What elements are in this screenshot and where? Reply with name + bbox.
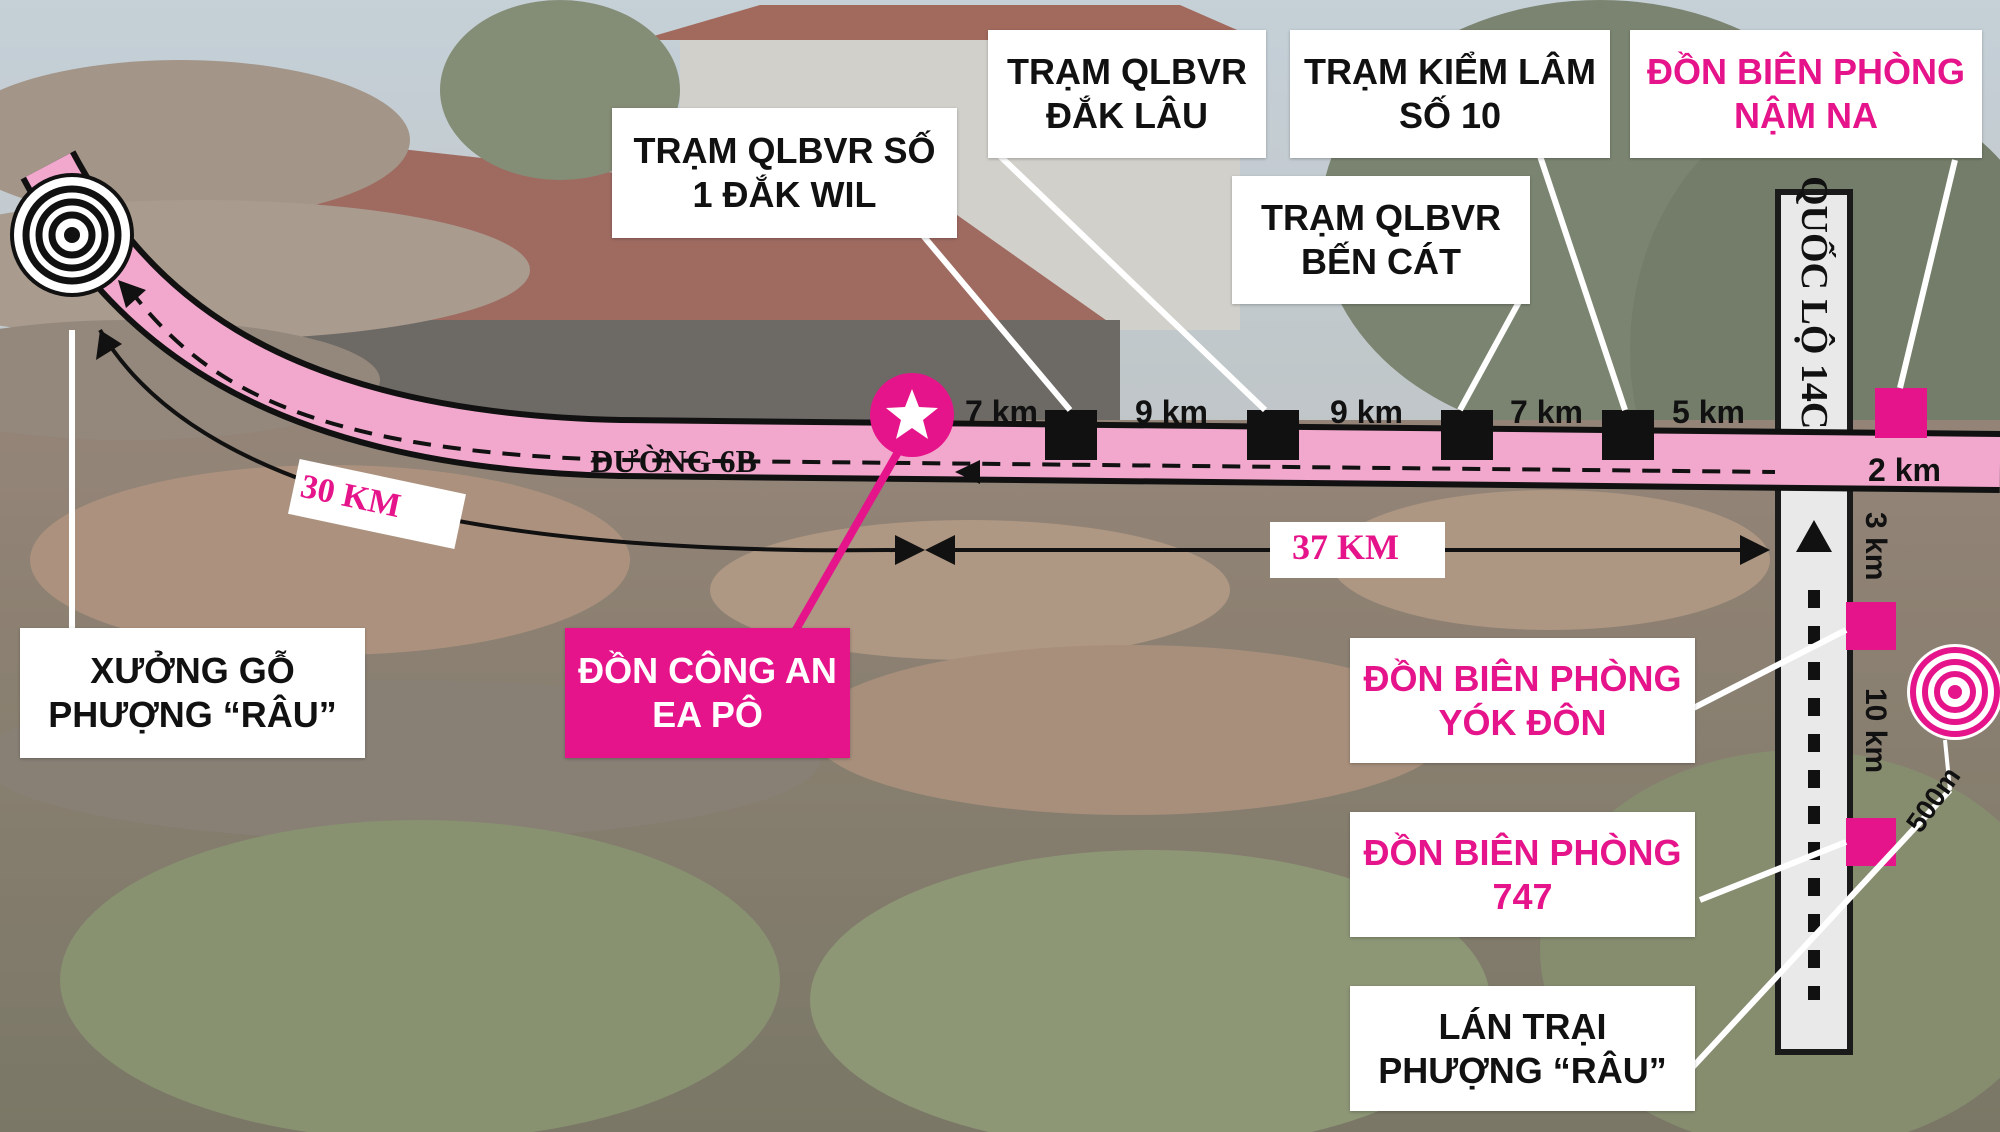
segment-distance: 2 km [1868,452,1941,488]
segment-distance: 9 km [1330,394,1403,430]
border-post-marker-nam-na [1875,388,1927,438]
road-label-duong-6b: ĐƯỜNG 6B [590,443,757,479]
label-line: ĐỒN BIÊN PHÒNG [1363,657,1682,699]
label-line: SỐ 10 [1398,95,1502,136]
label-line: TRẠM QLBVR [1007,51,1247,93]
leader-line [997,153,1268,413]
label-line: 1 ĐẮK WIL [692,174,877,215]
tag-30km-bg [288,458,466,550]
label-xuong-go: XƯỞNG GỖ PHƯỢNG “RÂU” [20,628,365,758]
leader-line [1537,155,1628,411]
label-don-nam-na: ĐỒN BIÊN PHÒNG NẬM NA [1630,30,1982,158]
label-line: LÁN TRẠI [1438,1005,1607,1047]
label-don-cong-an: ĐỒN CÔNG AN EA PÔ [565,628,850,758]
label-tram-kiem-lam: TRẠM KIỂM LÂM SỐ 10 [1290,30,1610,158]
segment-distance: 3 km [1859,512,1892,581]
station-marker-3 [1441,410,1493,460]
label-line: ĐỒN BIÊN PHÒNG [1363,831,1682,873]
leader-line [1687,787,1953,1073]
leader-line [917,230,1073,412]
arc-arrowhead-icon [96,330,122,360]
leader-line [1897,159,1958,389]
label-line: TRẠM QLBVR SỐ [633,130,936,172]
target-icon [10,173,134,297]
route-arrow-icon [955,460,980,484]
label-tram-dak-lau: TRẠM QLBVR ĐẮK LÂU [988,30,1266,158]
station-marker-4 [1602,410,1654,460]
label-line: PHƯỢNG “RÂU” [48,694,337,735]
label-tram-so-1: TRẠM QLBVR SỐ 1 ĐẮK WIL [612,108,957,238]
arrowhead-left-icon [895,535,925,565]
label-line: TRẠM QLBVR [1261,197,1501,239]
arrowhead-right-icon [925,535,955,565]
tag-37km-bg [1270,522,1445,578]
label-line: XƯỞNG GỖ [90,650,295,692]
road-label-quoc-lo: QUỐC LỘ 14C [1793,176,1835,430]
label-line: BẾN CÁT [1301,241,1461,282]
label-line: TRẠM KIỂM LÂM [1304,51,1596,93]
station-marker-2 [1247,410,1299,460]
segment-distance: 7 km [1510,394,1583,430]
label-line: ĐẮK LÂU [1046,95,1208,136]
border-post-marker-yok-don [1846,602,1896,650]
distance-label-37km: 37 KM [1292,527,1399,567]
star-icon [870,373,954,457]
leader-line-police [786,438,909,642]
label-don-yok-don: ĐỒN BIÊN PHÒNG YÓK ĐÔN [1350,638,1695,763]
label-don-747: ĐỒN BIÊN PHÒNG 747 [1350,812,1695,937]
leader-line [1668,627,1848,723]
segment-distance: 10 km [1859,688,1892,774]
label-lan-trai: LÁN TRẠI PHƯỢNG “RÂU” [1350,986,1695,1111]
label-line: NẬM NA [1734,95,1878,136]
station-marker-1 [1045,410,1097,460]
label-tram-ben-cat: TRẠM QLBVR BẾN CÁT [1232,176,1530,304]
segment-distance: 9 km [1135,394,1208,430]
label-line: PHƯỢNG “RÂU” [1378,1049,1667,1091]
leader-line [1943,739,1952,791]
camp-target-icon [1907,644,2000,740]
segment-distance: 7 km [965,394,1038,430]
route-arrow-end-icon [118,280,146,308]
label-line: ĐỒN BIÊN PHÒNG [1646,51,1966,93]
label-line: 747 [1492,875,1553,917]
highway-arrow-icon [1796,520,1832,552]
label-line: ĐỒN CÔNG AN [578,650,837,692]
leader-line [1457,298,1523,412]
segment-distance: 5 km [1672,394,1745,430]
leader-line [1698,839,1848,903]
label-line: YÓK ĐÔN [1438,701,1607,743]
label-line: EA PÔ [652,694,763,735]
arrowhead-end-icon [1740,535,1770,565]
